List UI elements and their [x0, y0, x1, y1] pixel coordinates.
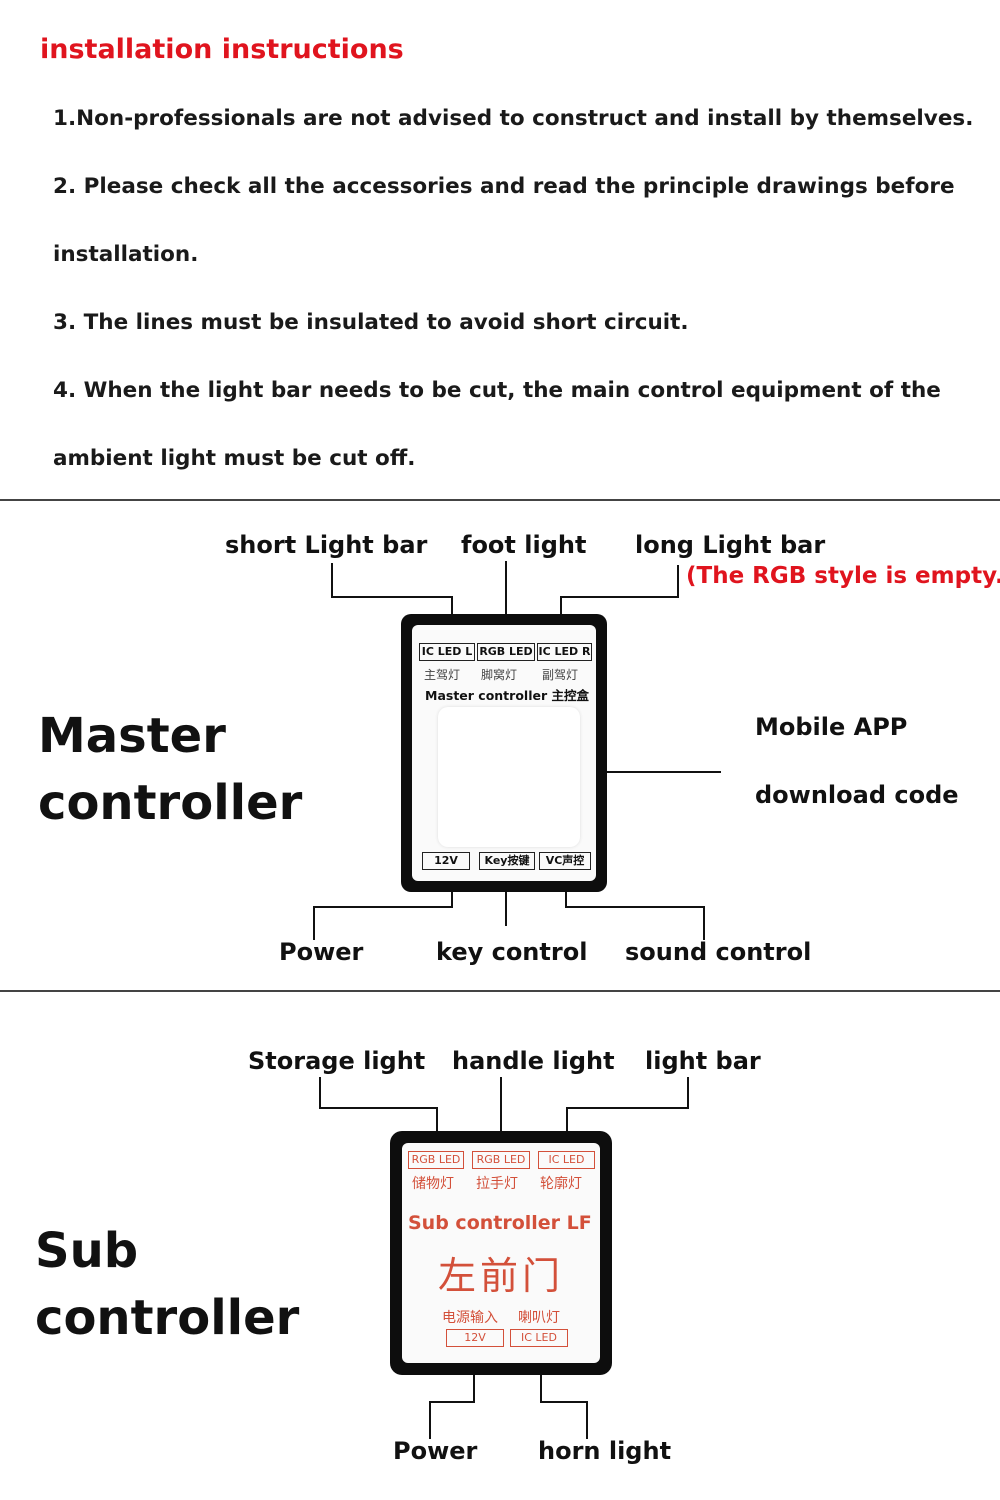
wire-horn-v1	[540, 1370, 542, 1403]
port-ic-led-l: IC LED L	[419, 643, 475, 661]
wire-long-bar-v1	[677, 565, 679, 597]
label-storage-light: Storage light	[248, 1047, 426, 1075]
cn-horn-light: 喇叭灯	[518, 1310, 560, 1326]
wire-light-bar-v2	[566, 1107, 568, 1141]
label-key-control: key control	[436, 938, 588, 966]
label-light-bar: light bar	[645, 1047, 761, 1075]
label-foot-light: foot light	[461, 531, 587, 559]
port-ic-led-r: IC LED R	[537, 643, 592, 661]
wire-foot-light	[505, 561, 507, 630]
wire-long-bar-v2	[560, 596, 562, 630]
cn-passenger-light: 副驾灯	[542, 668, 579, 682]
section-divider-top	[0, 499, 1000, 501]
instruction-step-1: 1.Non-professionals are not advised to c…	[53, 106, 974, 131]
wire-short-bar-v2	[451, 596, 453, 630]
wire-long-bar-h	[560, 596, 679, 598]
wire-sound-h	[565, 906, 705, 908]
sub-heading-line1: Sub	[35, 1223, 139, 1279]
port-vc: VC声控	[539, 852, 591, 870]
cn-foot-light: 脚窝灯	[481, 668, 518, 682]
sub-port-ic-led: IC LED	[538, 1151, 595, 1169]
wire-handle-light	[500, 1077, 502, 1141]
sub-device-name: Sub controller LF	[408, 1212, 592, 1234]
label-short-light-bar: short Light bar	[225, 531, 428, 559]
wire-sub-power-v1	[473, 1370, 475, 1403]
cn-outline-light: 轮廓灯	[540, 1176, 582, 1192]
label-master-power: Power	[279, 938, 364, 966]
section-divider-bottom	[0, 990, 1000, 992]
sub-controller-face: RGB LED RGB LED IC LED 储物灯 拉手灯 轮廓灯 Sub c…	[402, 1143, 600, 1363]
instruction-step-3: 3. The lines must be insulated to avoid …	[53, 310, 689, 335]
instruction-step-4: 4. When the light bar needs to be cut, t…	[53, 378, 941, 403]
master-device-name: Master controller 主控盒	[425, 688, 589, 703]
wire-storage-v1	[319, 1077, 321, 1109]
port-rgb-led: RGB LED	[477, 643, 535, 661]
master-heading-line2: controller	[38, 775, 303, 831]
wire-storage-v2	[436, 1107, 438, 1141]
master-controller-face: IC LED L RGB LED IC LED R 主驾灯 脚窝灯 副驾灯 Ma…	[412, 625, 596, 881]
sub-device-position: 左前门	[438, 1254, 565, 1298]
wire-power-h	[313, 906, 453, 908]
wire-key-control	[505, 874, 507, 926]
wire-horn-v2	[586, 1401, 588, 1439]
label-mobile-app: Mobile APP	[755, 713, 908, 741]
instruction-step-2-continued: installation.	[53, 242, 199, 267]
label-handle-light: handle light	[452, 1047, 615, 1075]
sub-port-12v: 12V	[446, 1329, 504, 1347]
page-title: installation instructions	[40, 34, 404, 65]
sub-heading-line2: controller	[35, 1290, 300, 1346]
wire-sound-v2	[703, 906, 705, 940]
port-12v: 12V	[422, 852, 470, 870]
wire-light-bar-h	[566, 1107, 689, 1109]
label-sound-control: sound control	[625, 938, 812, 966]
cn-storage-light: 储物灯	[412, 1176, 454, 1192]
sub-port-rgb-led-1: RGB LED	[408, 1151, 464, 1169]
instruction-step-2: 2. Please check all the accessories and …	[53, 174, 955, 199]
sub-controller-box: RGB LED RGB LED IC LED 储物灯 拉手灯 轮廓灯 Sub c…	[390, 1131, 612, 1375]
wire-short-bar-h	[331, 596, 453, 598]
wire-storage-h	[319, 1107, 438, 1109]
port-key: Key按键	[479, 852, 535, 870]
label-download-code: download code	[755, 781, 959, 809]
rgb-style-note: (The RGB style is empty.)	[686, 563, 1000, 589]
wire-power-v2	[313, 906, 315, 940]
label-sub-power: Power	[393, 1437, 478, 1465]
cn-handle-light: 拉手灯	[476, 1176, 518, 1192]
sub-port-rgb-led-2: RGB LED	[472, 1151, 530, 1169]
label-horn-light: horn light	[538, 1437, 672, 1465]
label-long-light-bar: long Light bar	[635, 531, 826, 559]
master-heading-line1: Master	[38, 708, 226, 764]
cn-driver-light: 主驾灯	[424, 668, 461, 682]
wire-app-code	[578, 771, 721, 773]
sub-port-ic-led-bottom: IC LED	[510, 1329, 568, 1347]
wire-sub-power-h	[429, 1401, 475, 1403]
cn-power-input: 电源输入	[442, 1310, 498, 1326]
wire-short-bar-v1	[331, 563, 333, 597]
qr-code-placeholder	[438, 707, 580, 847]
wire-sub-power-v2	[429, 1401, 431, 1439]
instruction-step-4-continued: ambient light must be cut off.	[53, 446, 416, 471]
wire-light-bar-v1	[687, 1077, 689, 1109]
master-controller-box: IC LED L RGB LED IC LED R 主驾灯 脚窝灯 副驾灯 Ma…	[401, 614, 607, 892]
wire-horn-h	[540, 1401, 588, 1403]
